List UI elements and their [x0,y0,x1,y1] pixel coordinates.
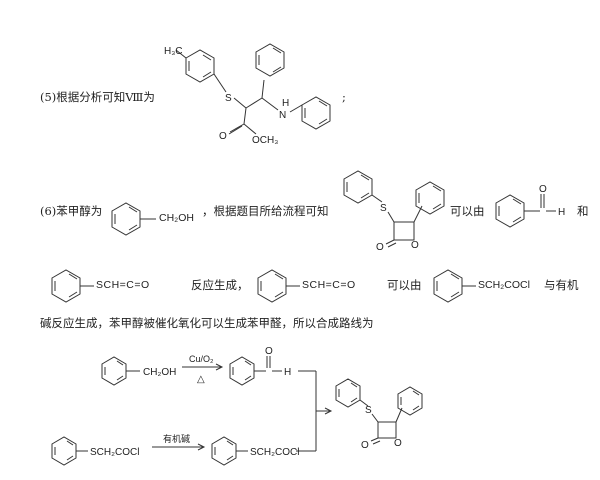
route-base-label: 有机碱 [163,433,190,444]
route-benzaldehyde-ring [229,356,255,386]
lactone-o-ring-label: O [411,240,419,251]
lactone-ring [393,221,415,241]
route-ch2oh-label: CH₂OH [143,367,176,378]
o-atom-label: O [219,131,227,142]
lactone-s-label: S [380,203,387,214]
part6-with-base: 与有机 [544,278,579,292]
acyl-chloride-label: SCH₂COCl [478,279,530,291]
aldehyde-o-label: O [539,184,547,195]
route-reagent-top: Cu/O₂ [189,354,214,364]
route-ald-h-label: H [284,367,291,378]
route-acyl-start-ring [51,436,77,466]
h-atom-label: H [282,98,289,109]
n-atom-label: N [279,110,286,121]
phenyl-ring-c [415,181,445,215]
phenyl-ring-top [255,43,285,77]
part6-intro: (6)苯甲醇为 [40,204,103,218]
part6-mid: ，根据题目所给流程可知 [202,204,329,218]
lactone-o-keto-label: O [376,242,384,253]
h3c-label: H₃C [164,46,183,57]
part6-line3: 碱反应生成，苯甲醇被催化氧化可以生成苯甲醛，所以合成路线为 [40,316,374,330]
aldehyde-h-label: H [558,207,565,218]
part6-can-from-2: 可以由 [387,278,422,292]
route-prod-o-ring-label: O [394,438,402,449]
s-atom-label: S [225,93,232,104]
part6-can-from: 可以由 [450,204,485,218]
route-reagent-bottom: △ [197,374,205,385]
phenyl-ring-n [301,96,331,130]
part6-and: 和 [577,204,589,218]
route-prod-s-label: S [365,405,372,416]
route-acyl-end-label: SCH₂COCl [250,447,299,458]
route-lactone-ring [377,421,397,439]
ch2oh-label: CH₂OH [159,212,194,224]
ketene-2-label: SCH=C=O [302,279,356,291]
route-ald-o-label: O [265,346,273,357]
part5-intro: (5)根据分析可知Ⅷ为 [40,90,155,104]
part6-react-gen: 反应生成， [191,278,249,292]
route-acyl-end-ring [211,436,237,466]
route-acyl-start-label: SCH₂COCl [90,447,139,458]
part5-tail: ; [342,90,346,104]
route-benzyl-alcohol-ring [101,356,127,386]
ketene-1-label: SCH=C=O [96,279,150,291]
route-prod-o-keto-label: O [361,440,369,451]
och3-label: OCH₃ [252,135,278,146]
